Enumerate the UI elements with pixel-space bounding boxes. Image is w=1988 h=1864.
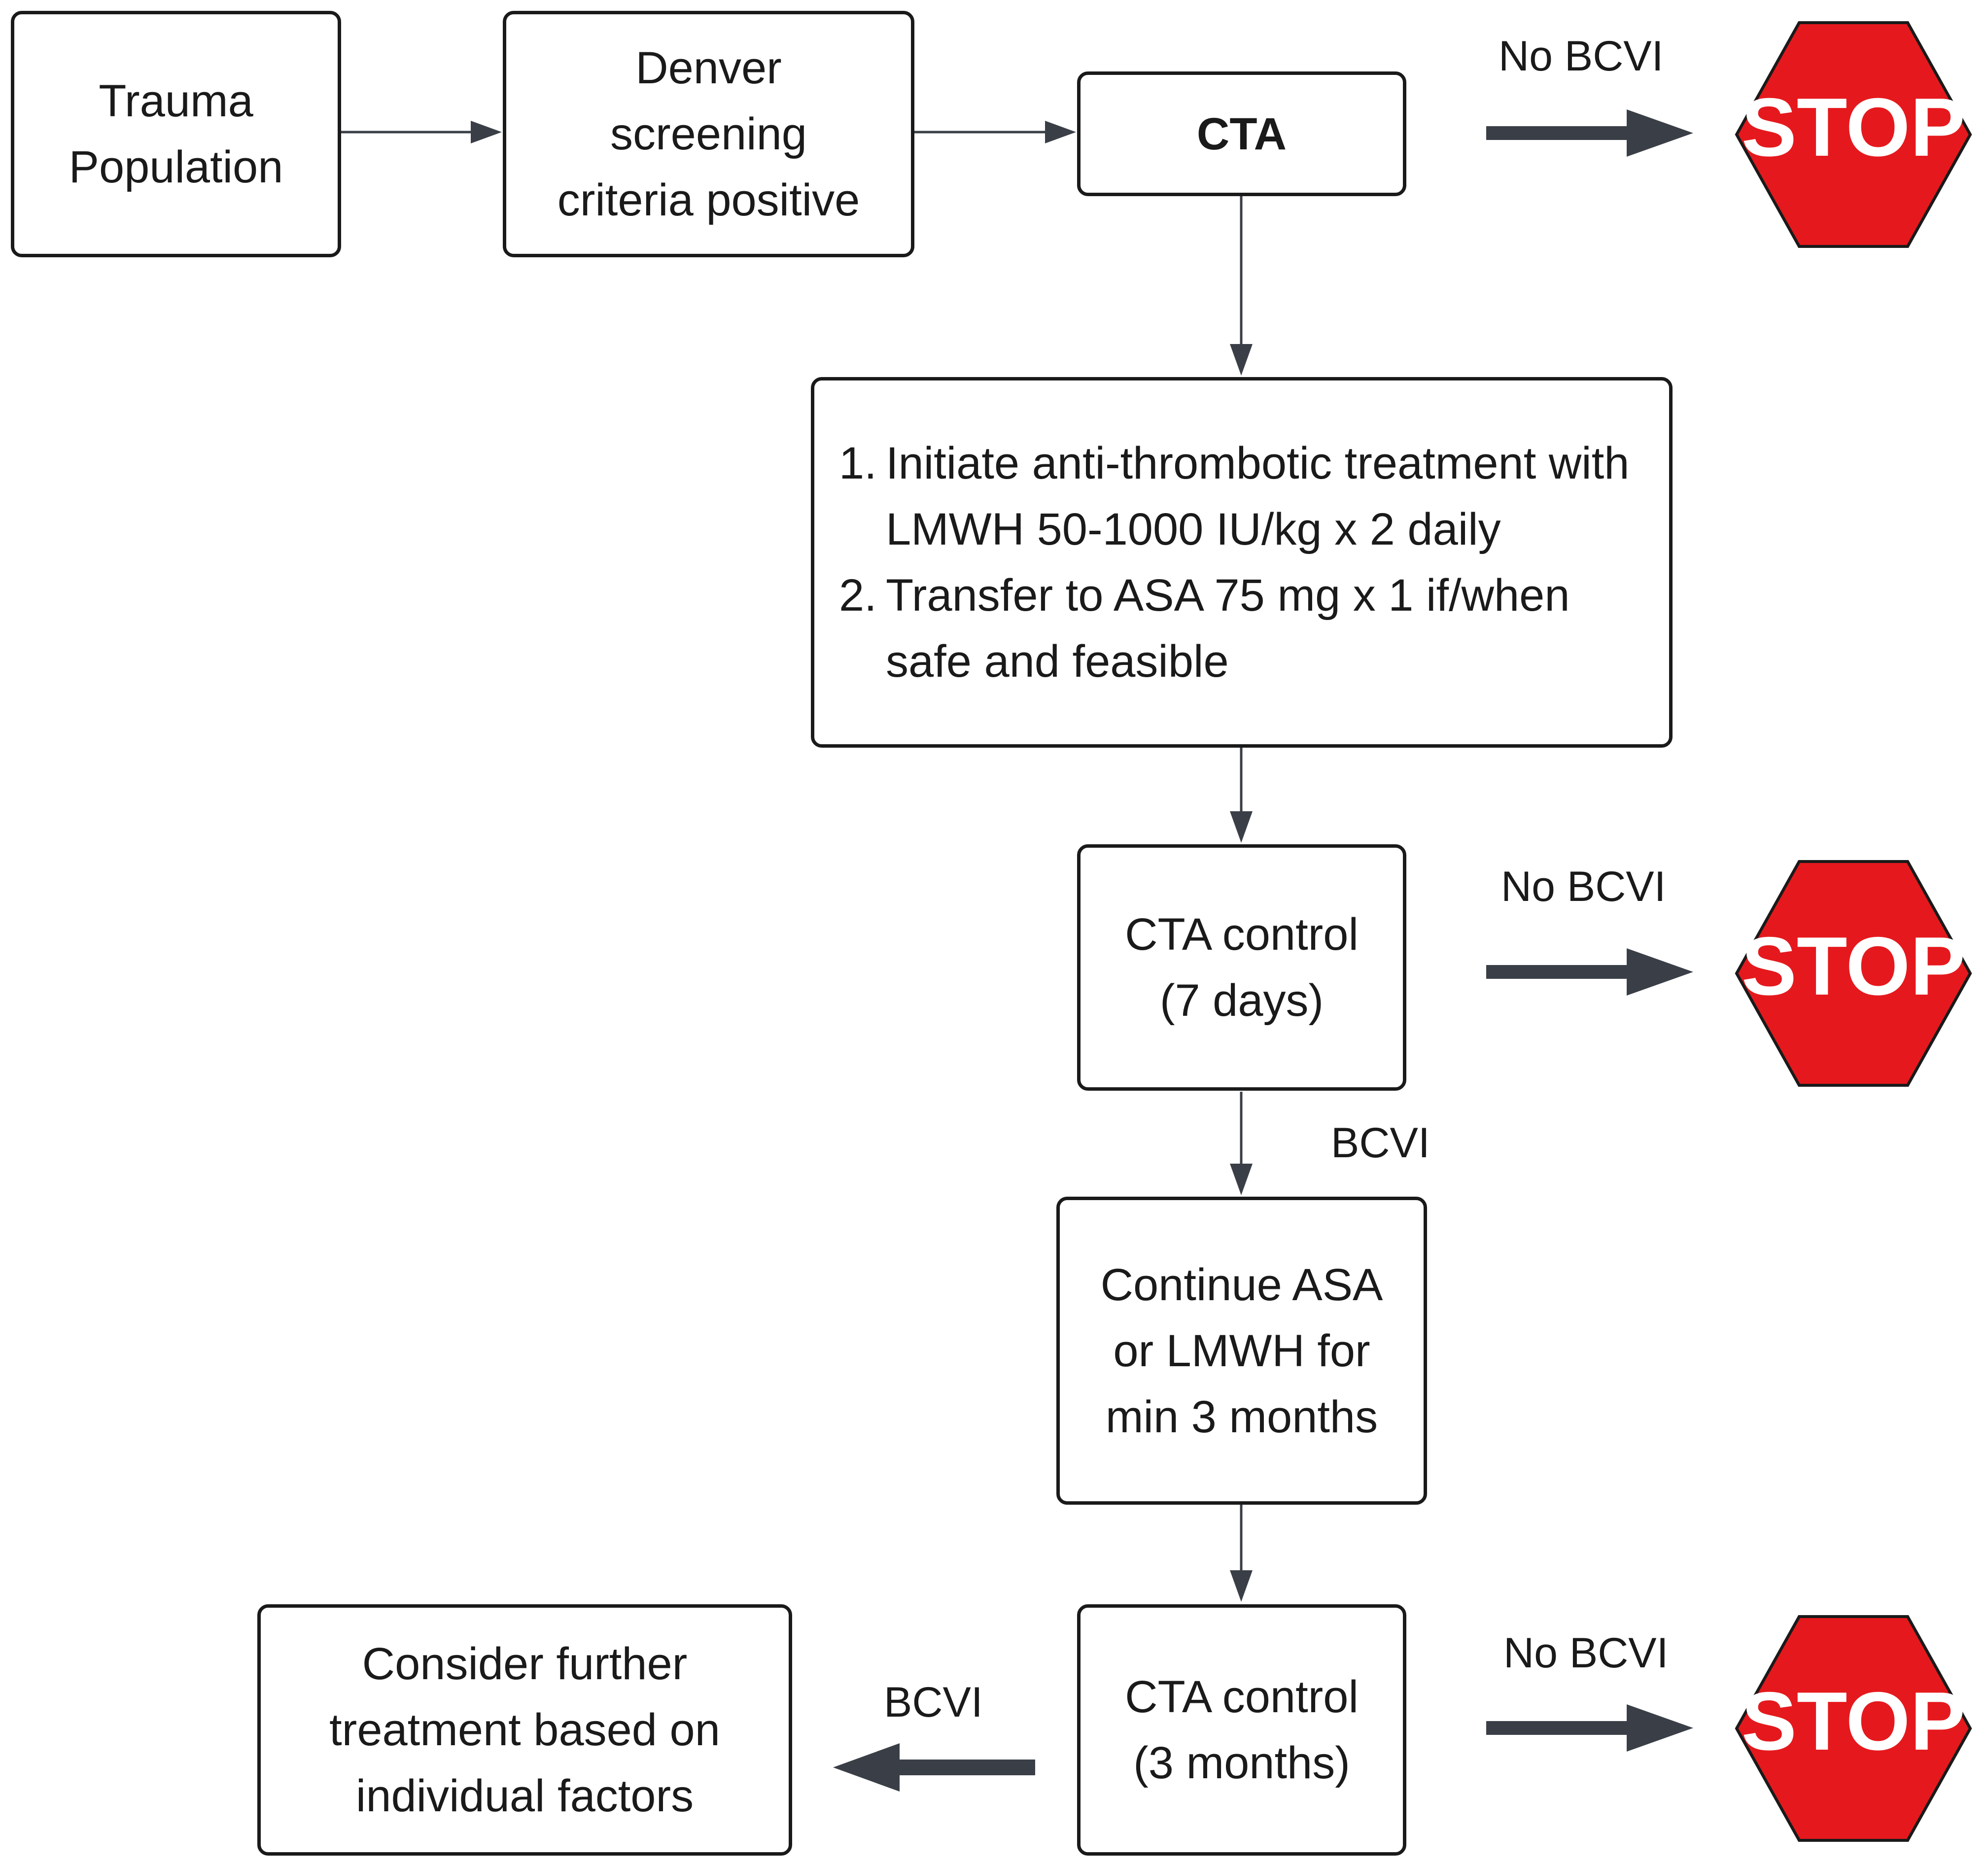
- thick-arrow-head-left: [833, 1743, 900, 1792]
- thick-arrow-head-3: [1627, 1704, 1693, 1752]
- node-trauma-population-label: Trauma Population: [69, 76, 283, 192]
- node-denver-screening: Denver screening criteria positive: [503, 11, 914, 257]
- arrowhead-cta-to-treatment: [1230, 344, 1253, 376]
- stop-sign-shape: [1735, 860, 1972, 1087]
- arrowhead-treatment-to-cta7: [1230, 811, 1253, 843]
- label-no-bcvi-2: No BCVI: [1501, 863, 1666, 910]
- treatment-item-text: Transfer to ASA 75 mg x 1 if/when safe a…: [886, 570, 1570, 687]
- stop-sign-shape: [1735, 1615, 1972, 1842]
- thick-arrow-head-2: [1627, 948, 1693, 996]
- node-cta-control-3-months-label: CTA control (3 months): [1125, 1672, 1359, 1788]
- node-cta-label: CTA: [1196, 108, 1287, 159]
- thick-arrow-shaft-left: [897, 1760, 1035, 1775]
- thick-arrow-shaft-2: [1486, 965, 1639, 979]
- node-cta-control-7-days: CTA control (7 days): [1077, 844, 1406, 1091]
- node-further-treatment: Consider further treatment based on indi…: [257, 1604, 792, 1856]
- stop-sign-text: STOP: [1742, 1675, 1965, 1767]
- treatment-item: 2. Transfer to ASA 75 mg x 1 if/when saf…: [839, 562, 1639, 694]
- node-continue-therapy-label: Continue ASA or LMWH for min 3 months: [1100, 1259, 1383, 1442]
- stop-sign-icon: STOP: [1735, 1615, 1972, 1842]
- arrowhead-continue-to-cta3m: [1230, 1570, 1253, 1602]
- node-treatment: 1. Initiate anti-thrombotic treatment wi…: [811, 377, 1673, 748]
- label-bcvi-left: BCVI: [884, 1679, 983, 1726]
- label-no-bcvi-3: No BCVI: [1503, 1629, 1669, 1677]
- node-trauma-population: Trauma Population: [11, 11, 341, 257]
- stop-sign-icon: STOP: [1735, 860, 1972, 1087]
- label-no-bcvi-1: No BCVI: [1499, 33, 1664, 80]
- stop-sign-text: STOP: [1742, 920, 1965, 1012]
- treatment-item-number: 1.: [839, 438, 877, 488]
- arrowhead-trauma-to-denver: [471, 121, 502, 143]
- node-continue-therapy: Continue ASA or LMWH for min 3 months: [1056, 1197, 1427, 1505]
- node-cta: CTA: [1077, 71, 1406, 196]
- thick-arrow-shaft-1: [1486, 126, 1639, 140]
- treatment-item-text: Initiate anti-thrombotic treatment with …: [886, 438, 1630, 554]
- thick-arrow-head-1: [1627, 109, 1693, 157]
- treatment-list: 1. Initiate anti-thrombotic treatment wi…: [839, 430, 1639, 694]
- stop-sign-icon: STOP: [1735, 21, 1972, 248]
- node-denver-screening-label: Denver screening criteria positive: [557, 43, 860, 225]
- node-cta-control-3-months: CTA control (3 months): [1077, 1604, 1406, 1856]
- stop-sign-shape: [1735, 21, 1972, 248]
- stop-sign-text: STOP: [1742, 81, 1965, 173]
- arrowhead-cta7-to-continue: [1230, 1164, 1253, 1195]
- node-cta-control-7-days-label: CTA control (7 days): [1125, 909, 1359, 1026]
- treatment-item-number: 2.: [839, 570, 877, 621]
- arrowhead-denver-to-cta: [1045, 121, 1076, 143]
- treatment-item: 1. Initiate anti-thrombotic treatment wi…: [839, 430, 1639, 562]
- thick-arrow-shaft-3: [1486, 1721, 1639, 1735]
- label-bcvi-down: BCVI: [1331, 1119, 1430, 1167]
- node-further-treatment-label: Consider further treatment based on indi…: [329, 1639, 720, 1821]
